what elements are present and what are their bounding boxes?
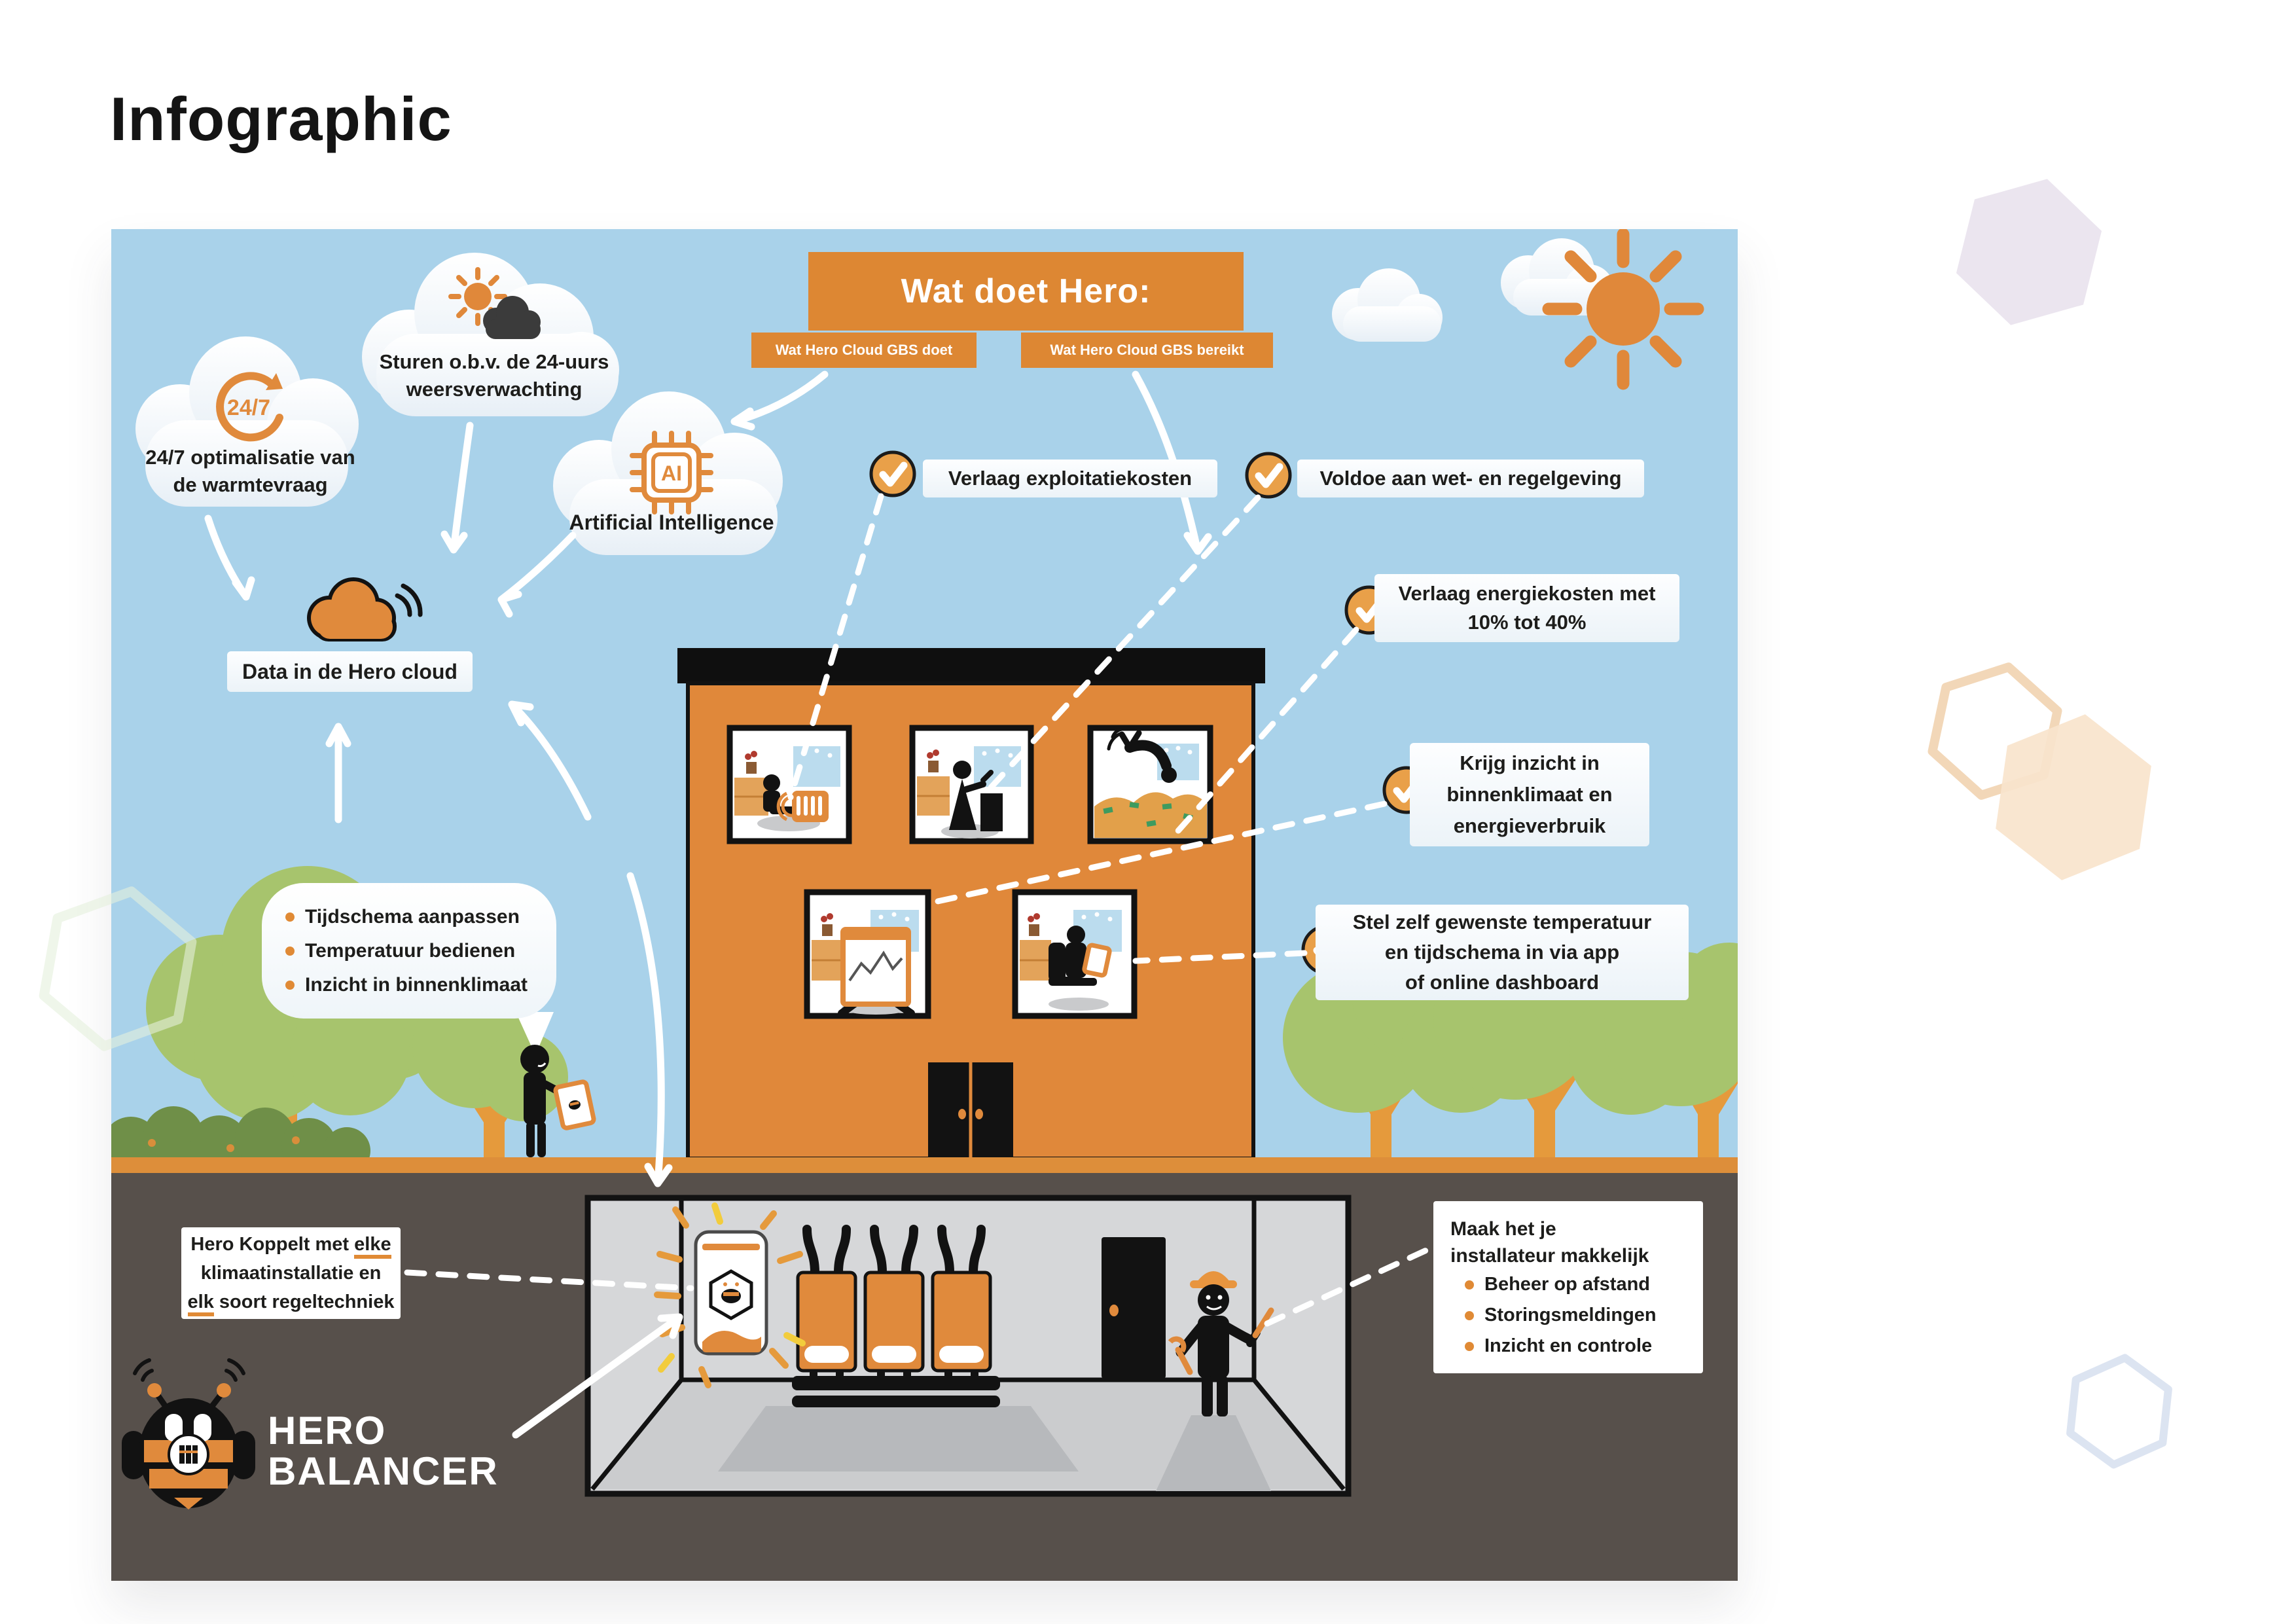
- street-strip: [111, 1157, 1738, 1173]
- benefit-energiekosten: Verlaag energiekosten met 10% tot 40%: [1374, 574, 1679, 642]
- small-cloud-icon: [1332, 268, 1443, 342]
- hero-device: [654, 1202, 806, 1388]
- bubble-item: Temperatuur bedienen: [285, 934, 556, 968]
- benefit-regelgeving: Voldoe aan wet- en regelgeving: [1297, 460, 1644, 497]
- svg-text:24/7: 24/7: [227, 395, 270, 420]
- benefit-zelf-instellen: Stel zelf gewenste temperatuur en tijdsc…: [1316, 905, 1689, 1000]
- koppelt-label: Hero Koppelt met elke klimaatinstallatie…: [181, 1227, 401, 1319]
- bullet-icon: [1465, 1341, 1474, 1351]
- hexagon-lavender: [1956, 179, 2102, 325]
- boilers: [792, 1225, 1000, 1407]
- hero-balancer-bee-logo: [122, 1358, 255, 1509]
- sun-back-cloud-icon: [1501, 238, 1614, 316]
- person-with-tablet: [516, 1012, 596, 1157]
- data-cloud-icon: [307, 577, 423, 641]
- bullet-icon: [285, 912, 295, 922]
- infographic-panel: 24/7 AI: [111, 229, 1738, 1581]
- bubble-item: Inzicht in binnenklimaat: [285, 968, 556, 1002]
- benefit-exploitatiekosten: Verlaag exploitatiekosten: [923, 460, 1217, 497]
- bullet-icon: [1465, 1310, 1474, 1320]
- page-title: Infographic: [110, 84, 452, 153]
- hexagon-orange-outline: [1928, 662, 2062, 800]
- basement: [584, 1195, 1352, 1497]
- installer: [1168, 1271, 1274, 1416]
- ai-chip-icon: AI: [630, 431, 713, 514]
- user-speech-bubble: Tijdschema aanpassen Temperatuur bediene…: [262, 883, 556, 1019]
- data-cloud-label: Data in de Hero cloud: [227, 651, 473, 692]
- installer-item: Beheer op afstand: [1465, 1269, 1686, 1300]
- logo-word-balancer: BALANCER: [268, 1449, 499, 1493]
- logo-word-hero: HERO: [268, 1409, 387, 1453]
- radiator-glyph: [179, 1445, 198, 1464]
- window-money-dive: [1087, 725, 1213, 844]
- weather-icon: [448, 267, 541, 339]
- hexagon-blue-outline: [2066, 1354, 2172, 1469]
- hexagon-orange-fill: [1996, 714, 2151, 880]
- cloud-ai-label: Artificial Intelligence: [569, 511, 774, 534]
- header-title-box: Wat doet Hero:: [808, 252, 1244, 331]
- entrance-door: [928, 1062, 1013, 1159]
- cloud-optimisation-label: 24/7 optimalisatie van de warmtevraag: [145, 446, 355, 496]
- cloud-ai: [553, 391, 783, 555]
- window-flipchart: [804, 889, 931, 1019]
- tag-hero-cloud-bereikt: Wat Hero Cloud GBS bereikt: [1021, 333, 1273, 368]
- bubble-item: Tijdschema aanpassen: [285, 900, 556, 934]
- header-title: Wat doet Hero:: [901, 272, 1151, 310]
- infographic-illustration: 24/7 AI: [111, 229, 1738, 1581]
- basement-door: [1102, 1237, 1166, 1379]
- installer-info-box: Maak het je installateur makkelijk Behee…: [1433, 1201, 1703, 1373]
- svg-text:AI: AI: [661, 461, 682, 485]
- benefit-inzicht: Krijg inzicht in binnenklimaat en energi…: [1410, 743, 1649, 846]
- window-radiator: [726, 725, 852, 844]
- dashed-connectors: [404, 493, 1435, 1327]
- cloud-forecast-label: Sturen o.b.v. de 24-uurs weersverwachtin…: [379, 350, 609, 401]
- flow-arrows: [204, 370, 1212, 1439]
- sun-icon: [1542, 229, 1704, 390]
- cloud-forecast: [362, 253, 619, 416]
- window-tablet-user: [1012, 889, 1138, 1019]
- bullet-icon: [285, 980, 295, 990]
- bullet-icon: [285, 946, 295, 956]
- bullet-icon: [1465, 1280, 1474, 1290]
- tag-hero-cloud-doet: Wat Hero Cloud GBS doet: [751, 333, 977, 368]
- badge-24-7-icon: 24/7: [216, 372, 283, 442]
- installer-item: Inzicht en controle: [1465, 1331, 1686, 1362]
- window-lectern: [909, 725, 1034, 844]
- screwdriver-icon: [1246, 1307, 1274, 1347]
- installer-item: Storingsmeldingen: [1465, 1300, 1686, 1331]
- building: [677, 648, 1265, 1161]
- wrench-icon: [1168, 1336, 1193, 1375]
